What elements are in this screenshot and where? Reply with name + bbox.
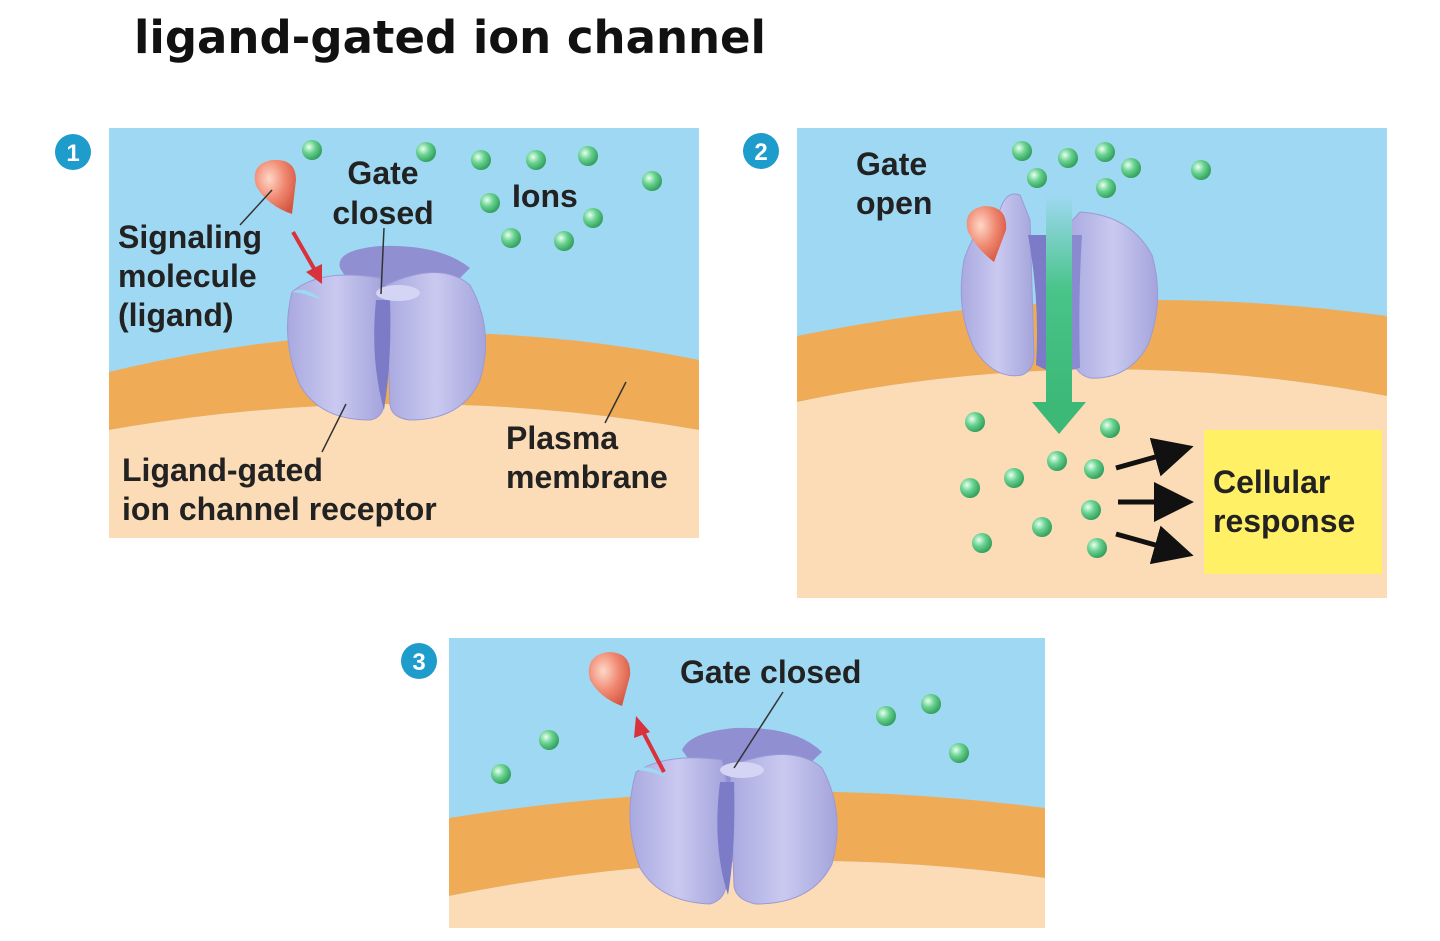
step-3-number: 3: [412, 649, 425, 676]
cellular-label: Cellular: [1213, 464, 1330, 500]
membrane-label: membrane: [506, 459, 668, 495]
gate-label: Gate: [347, 155, 418, 191]
ion-icon: [972, 533, 992, 553]
step-3-badge: [401, 643, 437, 679]
response-label: response: [1213, 503, 1355, 539]
ion-flow-arrowhead-icon: [1032, 402, 1086, 434]
signaling-molecule-icon: [254, 159, 296, 214]
receptor-label-line-2: ion channel receptor: [122, 491, 437, 527]
ion-icon: [583, 208, 603, 228]
ion-icon: [491, 764, 511, 784]
cytoplasm: [109, 404, 699, 538]
molecule-label: molecule: [118, 258, 257, 294]
ion-icon: [480, 193, 500, 213]
panel-3: Gate closed 3: [401, 638, 1045, 928]
gate-pointer-line: [380, 227, 385, 295]
ions-group-panel-2-bottom: [960, 412, 1120, 558]
closed-label: closed: [332, 195, 433, 231]
step-2-badge: [743, 133, 779, 169]
ion-flow-arrow-shaft: [1046, 195, 1072, 405]
gate-closed-label: Gate closed: [680, 654, 861, 690]
ion-icon: [1047, 451, 1067, 471]
ion-icon: [642, 171, 662, 191]
ion-icon: [921, 694, 941, 714]
ligand-gated-ion-channel-receptor: [287, 245, 487, 421]
receptor-pointer-line: [321, 403, 347, 453]
ion-icon: [1032, 517, 1052, 537]
step-1-number: 1: [66, 140, 79, 167]
ion-icon: [949, 743, 969, 763]
binding-arrow-icon: [291, 231, 318, 273]
ion-icon: [554, 231, 574, 251]
release-arrowhead-icon: [634, 716, 650, 738]
ion-icon: [1027, 168, 1047, 188]
plasma-label: Plasma: [506, 420, 618, 456]
signaling-label: Signaling: [118, 219, 262, 255]
ion-icon: [416, 142, 436, 162]
ion-icon: [960, 478, 980, 498]
ligand-label: (ligand): [118, 297, 234, 333]
gate-label: Gate: [856, 146, 927, 182]
ion-icon: [501, 228, 521, 248]
release-arrow-icon: [640, 729, 666, 773]
step-2-number: 2: [754, 139, 767, 166]
ions-group-panel-1: [302, 140, 662, 251]
bound-ligand-icon: [966, 206, 1007, 262]
ions-group-panel-2-top: [1012, 141, 1211, 198]
ion-icon: [876, 706, 896, 726]
ion-icon: [965, 412, 985, 432]
membrane-pointer-line: [604, 381, 627, 424]
step-1-badge: [55, 134, 91, 170]
ion-icon: [526, 150, 546, 170]
gate-pointer-line: [733, 691, 784, 769]
panel-2: Cellular response Gate open 2: [743, 128, 1387, 598]
ion-icon: [471, 150, 491, 170]
binding-arrowhead-icon: [306, 264, 322, 284]
panel-1: Gate closed Ions Signaling molecule (lig…: [55, 128, 699, 538]
ion-icon: [578, 146, 598, 166]
ions-group-panel-3: [491, 694, 969, 784]
ion-icon: [1095, 142, 1115, 162]
response-arrow-icon: [1115, 525, 1194, 565]
response-arrow-icon: [1115, 437, 1194, 477]
open-label: open: [856, 185, 932, 221]
diagram-title: ligand-gated ion channel: [134, 11, 766, 64]
ion-icon: [1081, 500, 1101, 520]
ion-icon: [1004, 468, 1024, 488]
closed-ion-channel-receptor: [629, 727, 838, 905]
released-ligand-icon: [588, 652, 631, 706]
ion-icon: [1121, 158, 1141, 178]
cellular-response-box: [1204, 430, 1382, 574]
ion-icon: [539, 730, 559, 750]
receptor-label-line-1: Ligand-gated: [122, 452, 323, 488]
ion-icon: [1191, 160, 1211, 180]
ion-icon: [1012, 141, 1032, 161]
ion-icon: [1100, 418, 1120, 438]
ion-icon: [1084, 459, 1104, 479]
ion-icon: [302, 140, 322, 160]
ion-icon: [1058, 148, 1078, 168]
ions-label: Ions: [512, 178, 578, 214]
ion-icon: [1087, 538, 1107, 558]
ion-icon: [1096, 178, 1116, 198]
ligand-pointer-line: [239, 189, 273, 226]
